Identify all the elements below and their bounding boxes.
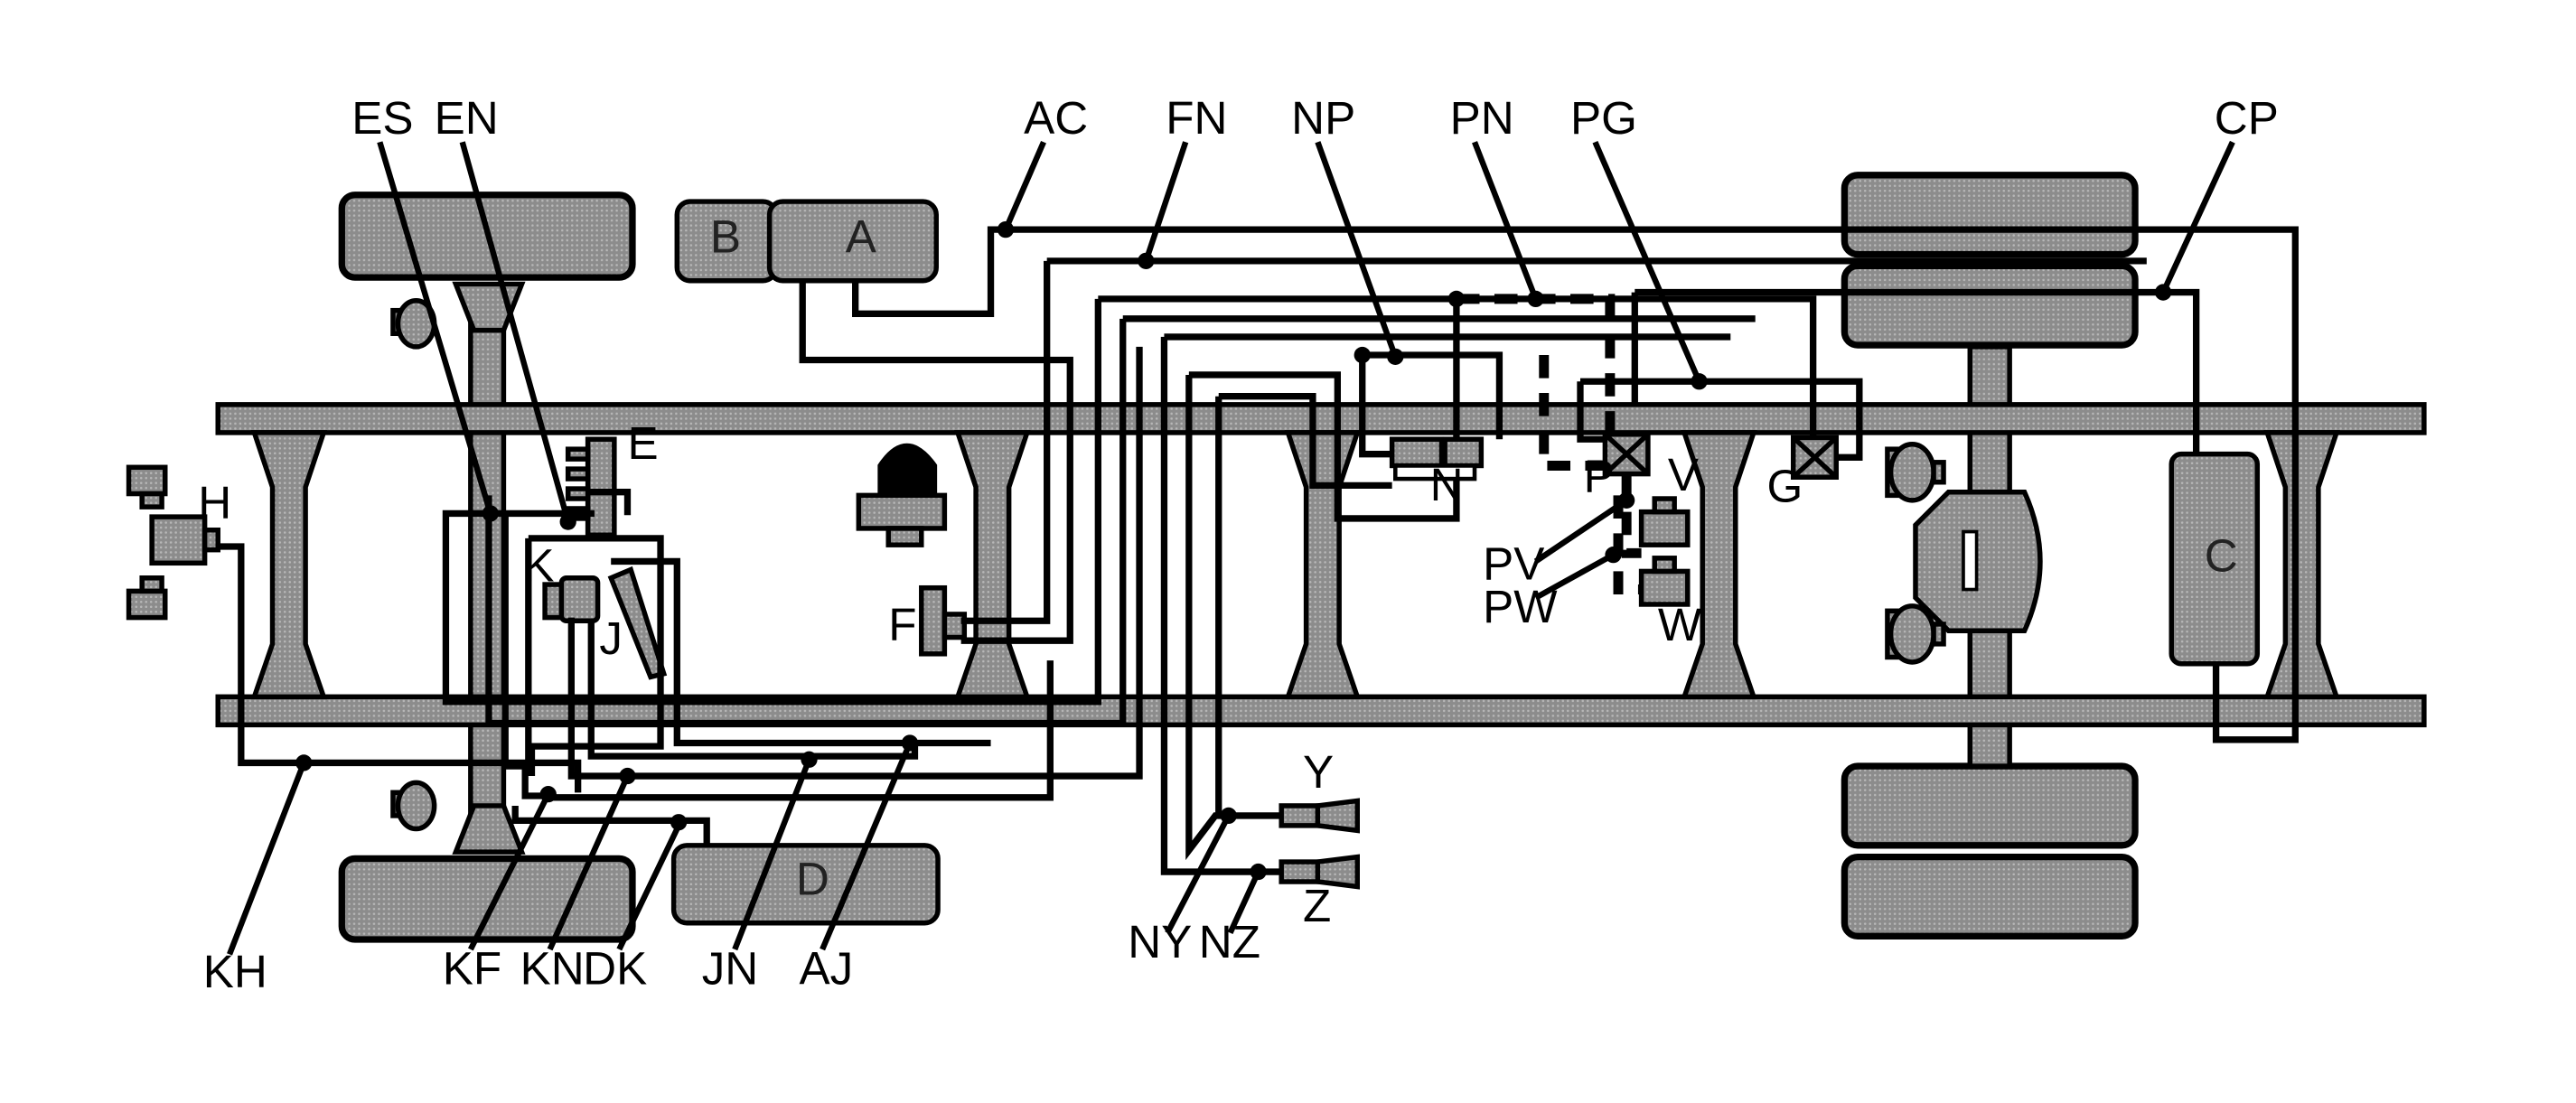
callout-pv: PV <box>1483 538 1544 590</box>
callout-np: NP <box>1291 92 1355 144</box>
cross-member-5 <box>2263 430 2340 700</box>
label-e: E <box>627 417 658 469</box>
cross-member-3 <box>1284 430 1362 700</box>
rear-left-brake-chamber <box>1885 441 1946 503</box>
callout-pw: PW <box>1483 581 1558 632</box>
component-f-fittings <box>941 612 968 640</box>
label-y: Y <box>1303 746 1334 798</box>
callout-cp: CP <box>2215 92 2279 144</box>
label-h: H <box>198 477 231 528</box>
leader-lines <box>227 140 2235 956</box>
component-w-valve <box>1638 556 1691 607</box>
callout-fn: FN <box>1166 92 1227 144</box>
callout-nz: NZ <box>1199 916 1260 967</box>
differential-pinion <box>1962 529 1979 592</box>
rear-right-brake-chamber <box>1885 603 1946 665</box>
callout-kn: KN <box>520 942 585 994</box>
air-dryer <box>856 443 948 547</box>
callout-pg: PG <box>1570 92 1637 144</box>
label-f: F <box>888 599 916 650</box>
label-z: Z <box>1303 880 1331 931</box>
callout-en: EN <box>435 92 499 144</box>
front-right-tire <box>338 855 636 943</box>
label-k: K <box>523 539 554 591</box>
label-n: N <box>1430 459 1464 510</box>
callout-ny: NY <box>1128 916 1192 967</box>
callout-dk: DK <box>583 942 647 994</box>
callout-jn: JN <box>702 942 759 994</box>
label-w: W <box>1658 599 1702 650</box>
rear-left-inner-tire <box>1841 262 2139 349</box>
label-b: B <box>710 211 741 263</box>
label-d: D <box>796 854 829 905</box>
cross-member-4 <box>1681 430 1757 700</box>
callout-aj: AJ <box>800 942 854 994</box>
rear-right-outer-tire <box>1841 853 2139 939</box>
rear-right-inner-tire <box>1841 762 2139 849</box>
callout-es: ES <box>351 92 413 144</box>
component-v-valve <box>1638 496 1691 547</box>
callout-ac: AC <box>1024 92 1088 144</box>
callout-pn: PN <box>1450 92 1514 144</box>
air-lines <box>218 226 2299 875</box>
component-n-relay-valves <box>1389 436 1485 481</box>
component-f-block <box>919 584 948 657</box>
label-g: G <box>1766 461 1803 512</box>
label-v: V <box>1668 449 1699 500</box>
component-y-gladhand <box>1279 798 1360 834</box>
cross-member-2 <box>954 430 1031 700</box>
cross-member-1 <box>250 430 328 700</box>
tank-d <box>670 843 941 926</box>
rear-left-outer-tire <box>1841 172 2139 258</box>
component-h-assembly <box>126 464 220 621</box>
callout-kh: KH <box>203 946 267 997</box>
label-a: A <box>846 211 877 263</box>
component-k-brake-valve <box>542 575 601 623</box>
label-c: C <box>2205 529 2238 581</box>
callout-kf: KF <box>443 942 501 994</box>
frame-rail-upper <box>215 402 2427 435</box>
front-right-brake-chamber <box>390 780 437 832</box>
label-j: J <box>599 612 623 664</box>
junction-dots <box>295 220 2172 881</box>
front-left-brake-chamber <box>390 297 437 350</box>
label-p: P <box>1584 451 1615 502</box>
